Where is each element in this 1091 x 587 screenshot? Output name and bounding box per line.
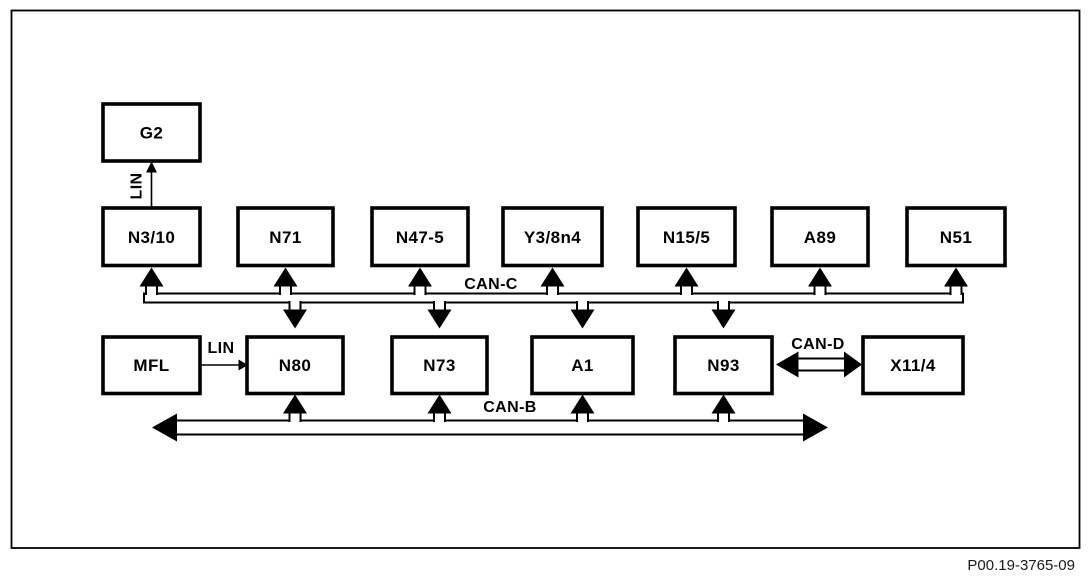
can-d-link: CAN-D <box>776 336 862 378</box>
node-box <box>530 335 635 396</box>
can-b-left-arrowhead <box>152 413 177 442</box>
node-box <box>673 335 774 396</box>
node-box <box>101 102 202 163</box>
node-mfl: MFL <box>101 335 202 396</box>
node-box <box>501 206 604 268</box>
can-c-arrow-to-n71 <box>272 266 299 297</box>
can-b-arrow-to-n73 <box>426 393 453 424</box>
can-d-band <box>796 357 846 372</box>
node-g2: G2 <box>101 102 202 163</box>
node-a89: A89 <box>770 206 870 268</box>
node-label: N71 <box>269 228 301 247</box>
can-c-bus: CAN-C <box>138 266 969 330</box>
node-box <box>245 335 345 396</box>
lin-up-arrowhead <box>146 161 157 173</box>
can-d-label: CAN-D <box>791 336 845 353</box>
lin-link-mfl-n80: LIN <box>200 340 248 371</box>
node-label: N51 <box>940 228 972 247</box>
node-label: N3/10 <box>128 228 175 247</box>
can-b-arrow-to-n80 <box>282 393 308 424</box>
node-n80: N80 <box>245 335 345 396</box>
node-label: N73 <box>423 356 455 375</box>
can-c-arrow-to-n3-10 <box>138 266 165 297</box>
node-n47-5: N47-5 <box>370 206 470 268</box>
can-b-arrow-to-n93 <box>710 393 737 424</box>
can-b-bus-band <box>175 419 805 436</box>
node-label: Y3/8n4 <box>524 228 581 247</box>
can-b-bus: CAN-B <box>152 393 828 442</box>
node-box <box>101 335 202 396</box>
node-n71: N71 <box>236 206 335 268</box>
can-d-left-arrowhead <box>776 351 799 378</box>
can-b-label: CAN-B <box>483 399 537 416</box>
can-c-arrow-to-n80 <box>282 299 308 330</box>
node-n73: N73 <box>390 335 489 396</box>
node-n51: N51 <box>905 206 1007 268</box>
can-b-arrow-to-a1 <box>569 393 596 424</box>
node-x11-4: X11/4 <box>861 335 965 396</box>
can-c-arrow-to-n51 <box>943 266 969 297</box>
node-label: X11/4 <box>890 356 936 375</box>
node-label: A89 <box>804 228 836 247</box>
node-box <box>390 335 489 396</box>
can-c-arrow-to-n93 <box>710 299 737 330</box>
lin-right-arrowhead <box>238 359 248 371</box>
node-label: G2 <box>140 124 163 143</box>
can-c-arrow-to-n15-5 <box>673 266 700 297</box>
node-a1: A1 <box>530 335 635 396</box>
node-n3-10: N3/10 <box>101 206 202 268</box>
node-label: N93 <box>707 356 739 375</box>
can-c-arrow-to-n73 <box>426 299 453 330</box>
node-box <box>101 206 202 268</box>
node-box <box>861 335 965 396</box>
node-label: N15/5 <box>663 228 710 247</box>
can-b-right-arrowhead <box>803 413 828 442</box>
node-box <box>770 206 870 268</box>
node-box <box>905 206 1007 268</box>
diagram-border <box>10 9 1081 549</box>
node-n93: N93 <box>673 335 774 396</box>
can-d-right-arrowhead <box>844 351 862 378</box>
node-n15-5: N15/5 <box>636 206 737 268</box>
node-label: MFL <box>133 356 169 375</box>
can-c-label: CAN-C <box>464 276 518 293</box>
lin-label-horizontal: LIN <box>208 340 235 357</box>
can-c-arrow-to-n47-5 <box>407 266 433 297</box>
can-c-arrow-to-a1 <box>569 299 596 330</box>
node-label: N47-5 <box>396 228 444 247</box>
node-y3-8n4: Y3/8n4 <box>501 206 604 268</box>
figure-number: P00.19-3765-09 <box>967 557 1075 574</box>
node-box <box>636 206 737 268</box>
lin-label-vertical: LIN <box>129 173 146 200</box>
node-label: A1 <box>571 356 594 375</box>
node-box <box>370 206 470 268</box>
can-c-arrow-to-y3-8n4 <box>539 266 566 297</box>
node-label: N80 <box>279 356 311 375</box>
lin-link-n3-10-g2: LIN <box>129 161 157 207</box>
can-c-arrow-to-a89 <box>807 266 833 297</box>
node-box <box>236 206 335 268</box>
